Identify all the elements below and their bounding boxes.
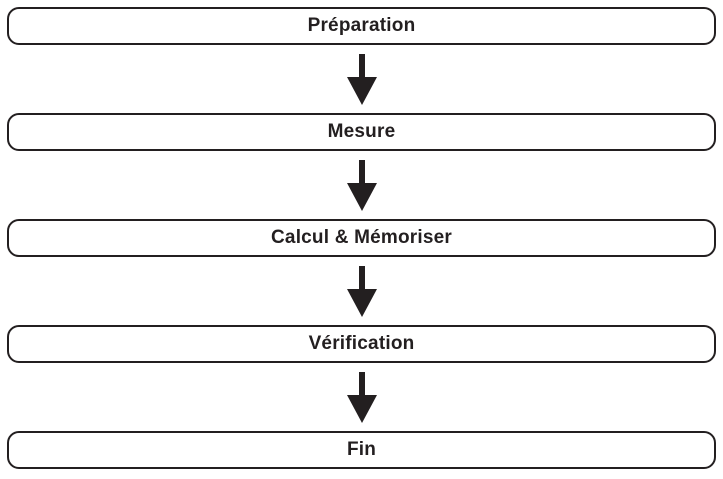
flow-step-label: Calcul & Mémoriser [271, 227, 452, 248]
arrow-shaft [358, 160, 365, 183]
flow-step-fin: Fin [7, 431, 716, 469]
arrow-head [346, 183, 377, 211]
arrow-shaft [358, 266, 365, 289]
flow-step-label: Mesure [327, 121, 396, 142]
flow-step-preparation: Préparation [7, 7, 716, 45]
arrow-shaft [358, 54, 365, 77]
down-arrow-icon [346, 54, 377, 105]
flow-step-label: Fin [346, 439, 377, 460]
arrow-head [346, 395, 377, 423]
arrow-head [346, 289, 377, 317]
down-arrow-icon [346, 160, 377, 211]
arrow-shaft [358, 372, 365, 395]
arrow-head [346, 77, 377, 105]
flow-step-label: Préparation [307, 15, 416, 36]
down-arrow-icon [346, 372, 377, 423]
flow-step-verification: Vérification [7, 325, 716, 363]
flow-step-mesure: Mesure [7, 113, 716, 151]
flow-step-label: Vérification [308, 333, 415, 354]
down-arrow-icon [346, 266, 377, 317]
flow-step-calcul-memoriser: Calcul & Mémoriser [7, 219, 716, 257]
